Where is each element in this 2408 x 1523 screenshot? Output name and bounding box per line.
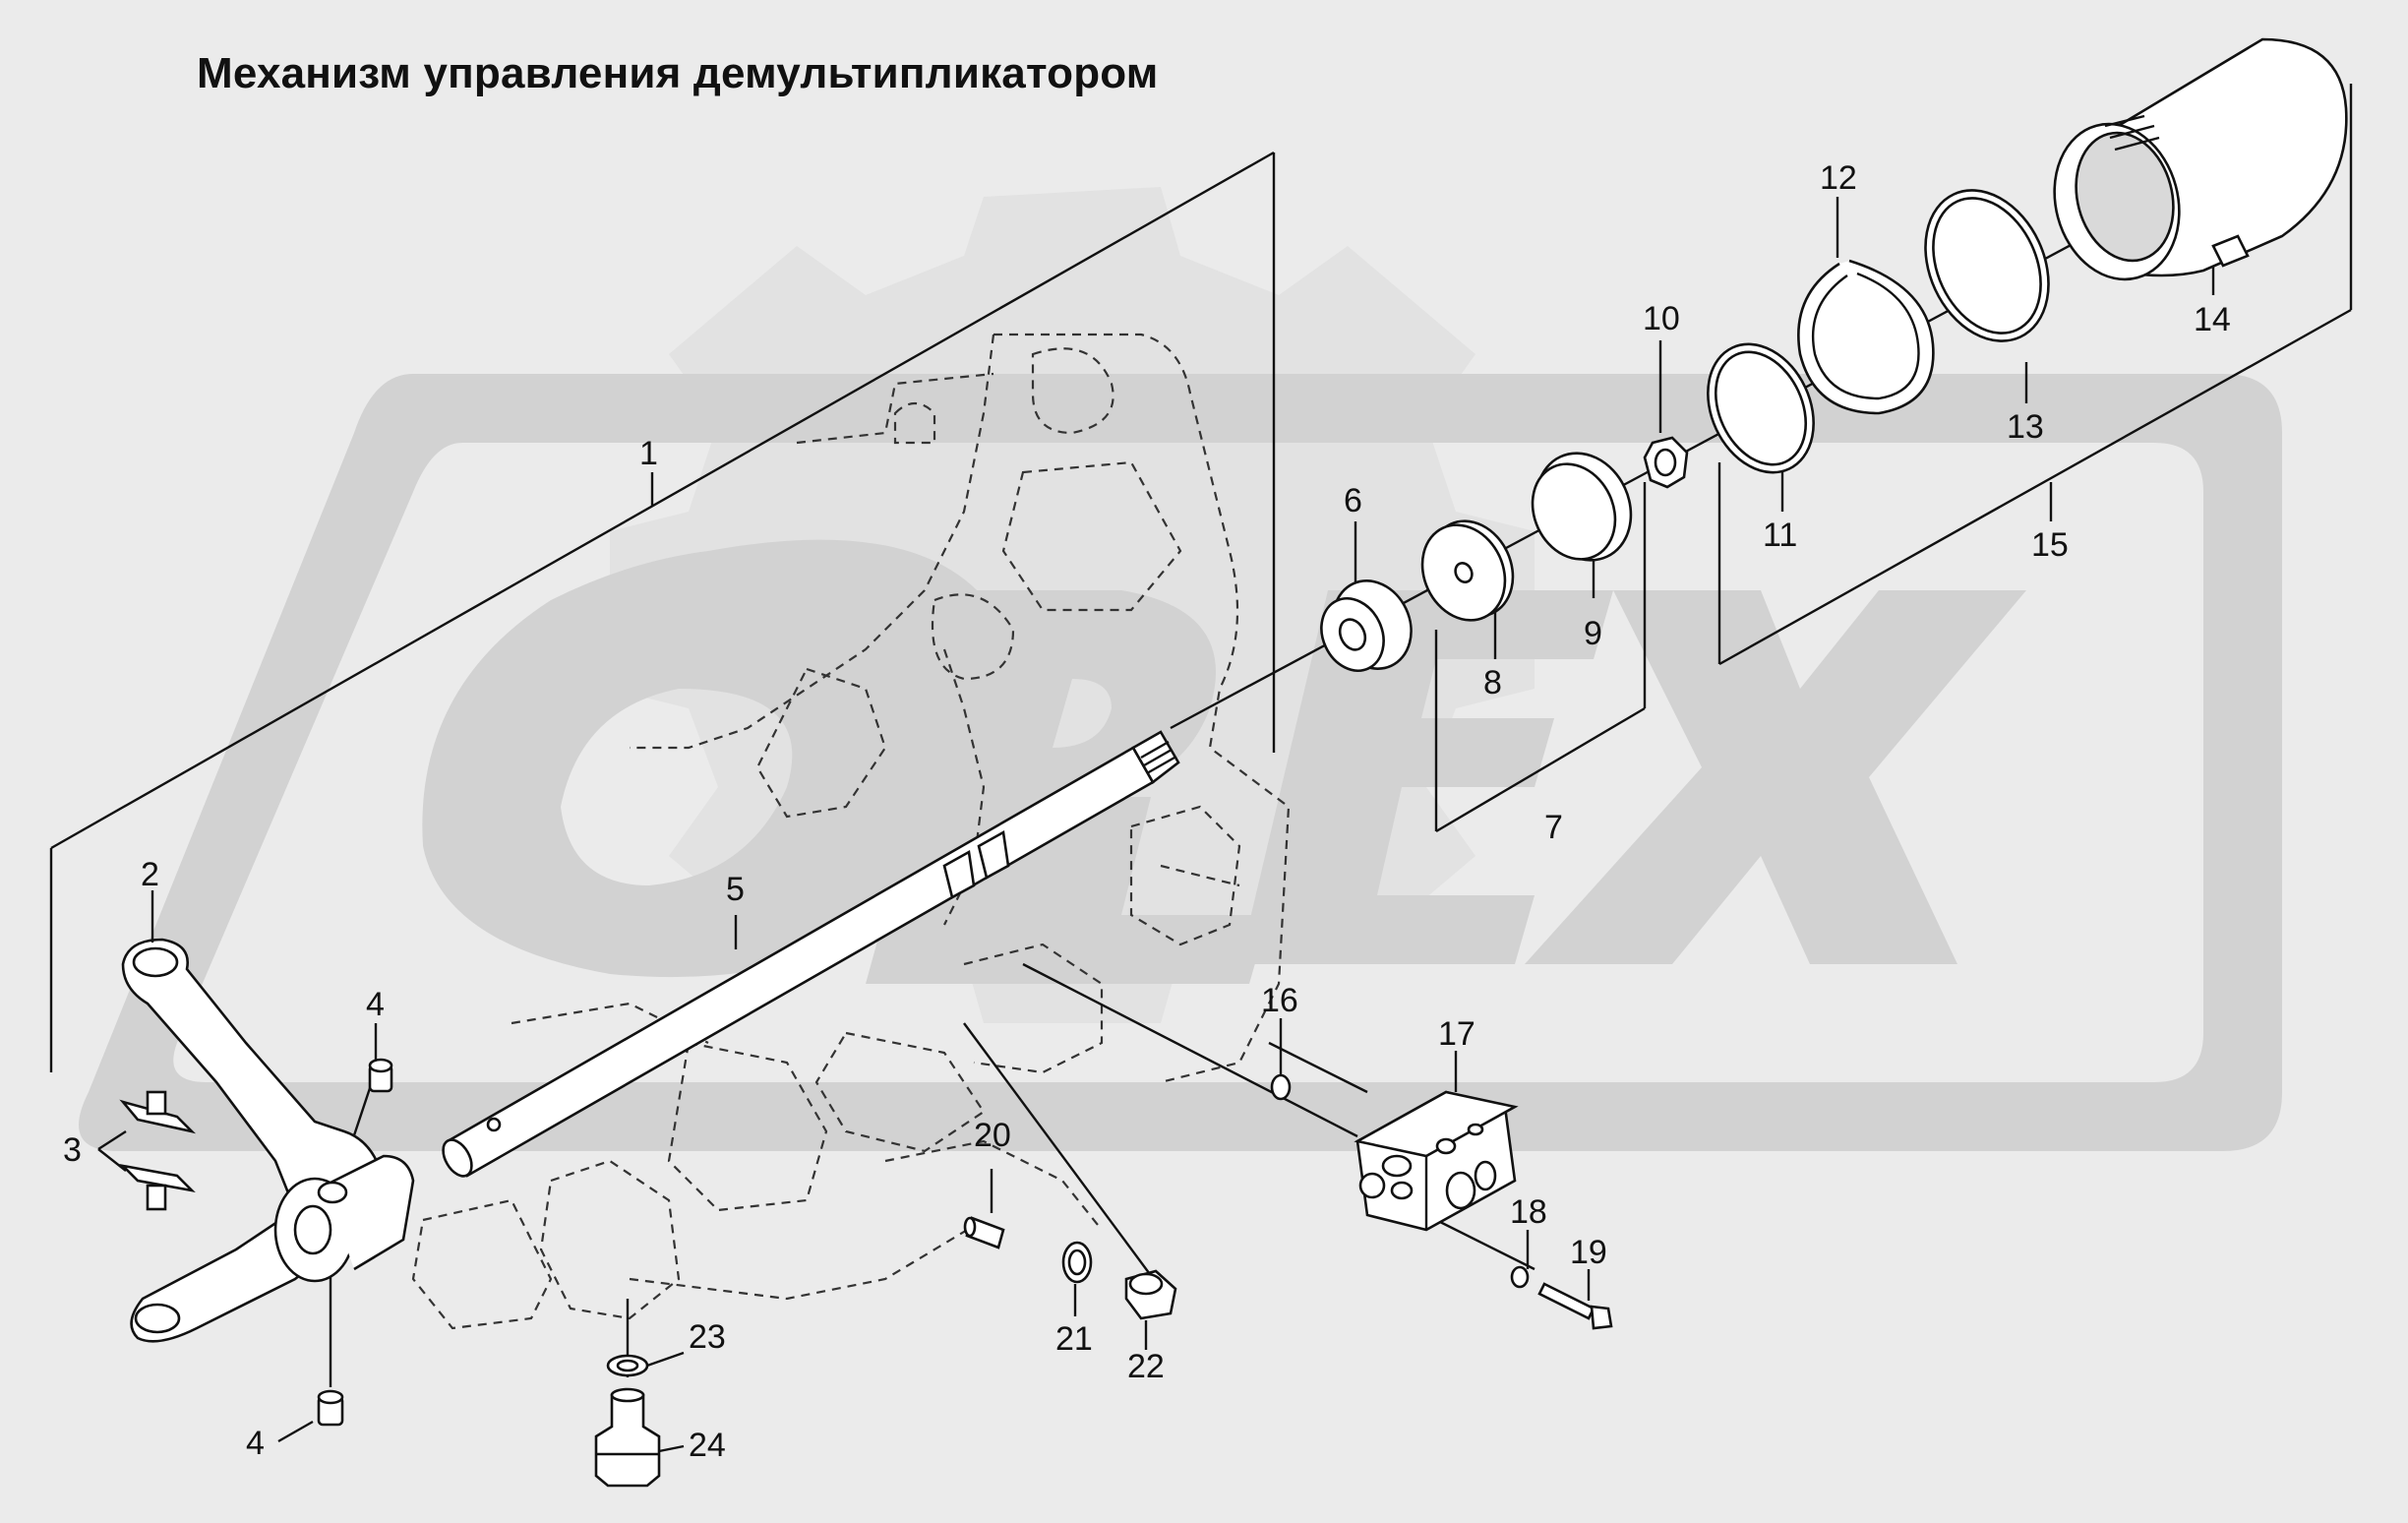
callout-21: 21 <box>1055 1320 1093 1358</box>
callout-13: 13 <box>2007 408 2044 446</box>
callout-11: 11 <box>1763 517 1797 554</box>
cylinder-cover <box>2053 37 2348 281</box>
mounting-screw <box>1537 1282 1613 1330</box>
callout-19: 19 <box>1570 1234 1607 1271</box>
watermark-letter-x <box>1525 590 2026 964</box>
gearbox-housing-outline <box>411 333 1291 1330</box>
callout-8: 8 <box>1483 664 1502 701</box>
callout-14: 14 <box>2194 301 2231 338</box>
valve-axis-line-2 <box>1268 1041 1368 1094</box>
fork-bolt-top <box>368 1058 393 1093</box>
piston <box>1320 579 1413 672</box>
callout-1: 1 <box>639 435 658 472</box>
valve-block <box>1354 1090 1519 1232</box>
fork-slider-pads <box>119 1090 197 1211</box>
callout-3: 3 <box>63 1131 82 1169</box>
leader-lines <box>97 197 2215 1453</box>
callout-9: 9 <box>1584 615 1602 652</box>
callout-17: 17 <box>1438 1015 1475 1053</box>
callout-24: 24 <box>689 1427 726 1464</box>
callout-23: 23 <box>689 1318 726 1356</box>
detent-pin <box>963 1216 1005 1249</box>
callout-12: 12 <box>1820 159 1857 197</box>
valve-axis-line <box>1022 962 1358 1138</box>
threaded-plug <box>1124 1269 1177 1320</box>
screw-washer <box>1510 1265 1530 1289</box>
callout-15: 15 <box>2031 526 2069 564</box>
drain-plug <box>594 1387 661 1488</box>
callout-10: 10 <box>1643 300 1680 337</box>
callout-18: 18 <box>1510 1193 1547 1231</box>
watermark-letter-e <box>1239 590 1613 964</box>
sealing-ring <box>1924 189 2050 342</box>
watermark <box>79 187 2282 1151</box>
callout-4-bottom: 4 <box>246 1425 265 1462</box>
fork-bolt-bottom <box>317 1389 344 1427</box>
group-frame-1 <box>49 151 1276 1072</box>
bolt-axis-line <box>350 1081 374 1142</box>
callout-2: 2 <box>141 856 159 893</box>
retaining-ring <box>1797 259 1935 415</box>
shift-rod <box>442 730 1180 1178</box>
cup-seal <box>1531 452 1633 562</box>
piston-washer <box>1420 519 1515 622</box>
plug-axis-line <box>963 1022 1162 1290</box>
callout-5: 5 <box>726 871 745 908</box>
drain-washer <box>606 1354 649 1377</box>
callout-22: 22 <box>1127 1348 1165 1385</box>
plug-washer <box>1061 1241 1093 1284</box>
valve-o-ring <box>1270 1073 1292 1101</box>
callout-6: 6 <box>1344 482 1362 519</box>
callout-4-top: 4 <box>366 986 385 1023</box>
diagram-title: Механизм управления демультипликатором <box>197 49 1159 97</box>
group-frame-15 <box>1717 84 2353 666</box>
group-frame-7 <box>1434 482 1647 833</box>
callout-20: 20 <box>974 1117 1011 1154</box>
shift-fork <box>121 938 415 1343</box>
nut <box>1643 436 1689 489</box>
callout-7: 7 <box>1544 809 1563 846</box>
callout-16: 16 <box>1261 982 1298 1019</box>
o-ring <box>1707 342 1815 474</box>
